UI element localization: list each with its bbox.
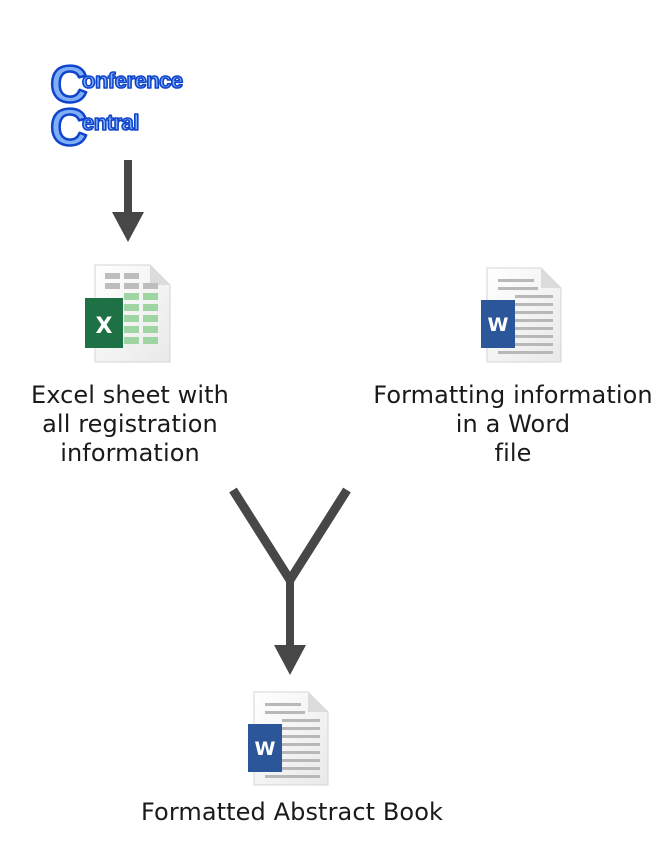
- word-caption-line-3: file: [494, 439, 532, 467]
- logo-initial-c1: C: [50, 56, 88, 114]
- conference-central-logo: C onference C entral: [49, 55, 184, 159]
- excel-caption-line-1: Excel sheet with: [30, 381, 229, 409]
- word-caption-line-2: in a Word: [455, 410, 571, 438]
- logo-initial-c2: C: [50, 99, 88, 157]
- excel-caption: Excel sheet with all registration inform…: [10, 381, 250, 468]
- logo-word-onference: onference: [82, 68, 183, 93]
- excel-file-icon: X: [85, 264, 171, 363]
- word-caption: Formatting information in a Word file: [360, 381, 666, 468]
- excel-caption-line-2: all registration: [42, 410, 218, 438]
- output-caption-text: Formatted Abstract Book: [140, 798, 444, 826]
- excel-caption-line-3: information: [60, 439, 200, 467]
- word-file-icon-input: W: [481, 267, 562, 363]
- logo-word-entral: entral: [82, 110, 139, 135]
- arrow-logo-to-excel: [112, 160, 144, 242]
- output-caption: Formatted Abstract Book: [100, 798, 484, 827]
- word-caption-line-1: Formatting information: [373, 381, 653, 409]
- excel-badge-letter: X: [96, 314, 113, 339]
- word-badge-letter-output: W: [255, 738, 276, 760]
- word-file-icon-output: W: [248, 691, 329, 786]
- word-badge-letter-input: W: [488, 314, 509, 336]
- merge-arrow: [229, 487, 351, 675]
